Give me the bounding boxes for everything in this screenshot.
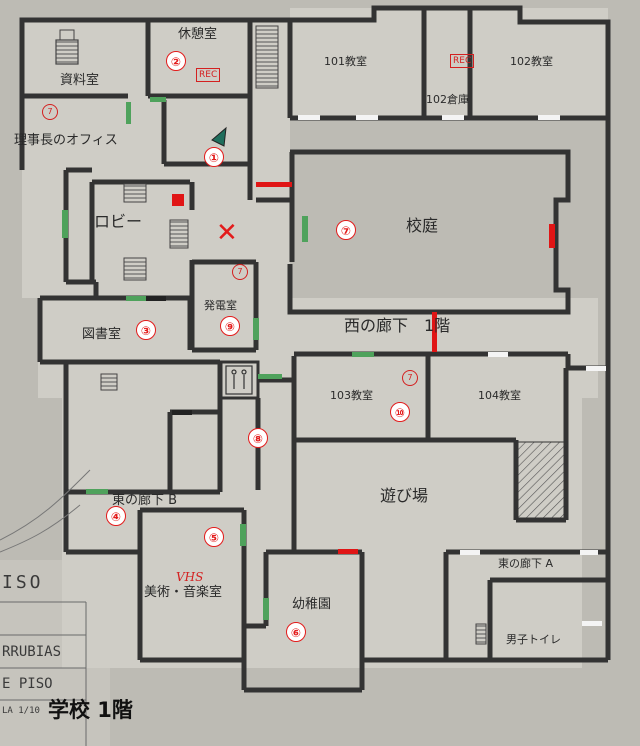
marker-10[interactable]: ⑩	[390, 402, 410, 422]
room-kindergarten-label: 幼稚園	[292, 597, 332, 612]
rec-stamp-2: REC	[450, 54, 475, 68]
doors-white	[298, 115, 606, 626]
room-archive-label: 資料室	[60, 73, 100, 88]
room-library-label: 図書室	[82, 327, 122, 342]
interior	[22, 8, 608, 668]
elevator-icon	[225, 365, 253, 395]
west-corridor-label: 西の廊下 1階	[344, 316, 451, 335]
legend-piso: ISO	[2, 572, 44, 593]
room-chairman-office-label: 理事長のオフィス	[14, 133, 118, 148]
legend-arrubias: RRUBIAS	[2, 644, 62, 660]
legend-box	[0, 469, 91, 746]
vhs-mark: VHS	[176, 570, 204, 584]
east-corridor-b-label: 東の廊下 B	[112, 493, 178, 508]
doors-green	[62, 97, 374, 620]
stairs	[55, 25, 487, 645]
small-circle-mark-2: 7	[232, 264, 248, 280]
room-break-room-label: 休憩室	[178, 27, 218, 42]
east-corridor-a-label: 東の廊下 A	[498, 557, 554, 570]
marker-3[interactable]: ③	[136, 320, 156, 340]
rec-stamp: REC	[196, 68, 221, 82]
legend-piso-2: E PISO	[2, 676, 53, 692]
room-art-music-label: 美術・音楽室	[144, 585, 223, 600]
marker-2[interactable]: ②	[166, 51, 186, 71]
room-103-label: 103教室	[330, 389, 373, 402]
marker-8[interactable]: ⑧	[248, 428, 268, 448]
room-boys-toilet-label: 男子トイレ	[506, 633, 561, 646]
room-lobby-label: ロビー	[94, 212, 143, 231]
room-102-storage-label: 102倉庫	[426, 93, 469, 106]
marker-1[interactable]: ①	[204, 147, 224, 167]
doors-red	[172, 182, 555, 554]
marker-7[interactable]: ⑦	[336, 220, 356, 240]
map-title: 学校 1階	[48, 698, 133, 722]
marker-4[interactable]: ④	[106, 506, 126, 526]
marker-6[interactable]: ⑥	[286, 622, 306, 642]
courtyard-label: 校庭	[406, 216, 439, 235]
doors-dark	[146, 296, 192, 415]
playground-label: 遊び場	[380, 486, 429, 505]
room-generator-label: 発電室	[204, 299, 237, 312]
room-101-label: 101教室	[324, 55, 367, 68]
x-mark-icon[interactable]: ✕	[216, 218, 238, 248]
room-104-label: 104教室	[478, 389, 521, 402]
marker-5[interactable]: ⑤	[204, 527, 224, 547]
room-102-label: 102教室	[510, 55, 553, 68]
small-circle-mark-3: 7	[402, 370, 418, 386]
hatched-area	[517, 441, 565, 519]
save-point-icon	[211, 126, 227, 147]
legend-scale: LA 1/10	[2, 706, 40, 716]
marker-9[interactable]: ⑨	[220, 316, 240, 336]
small-circle-mark-1: 7	[42, 104, 58, 120]
walls	[19, 5, 611, 693]
